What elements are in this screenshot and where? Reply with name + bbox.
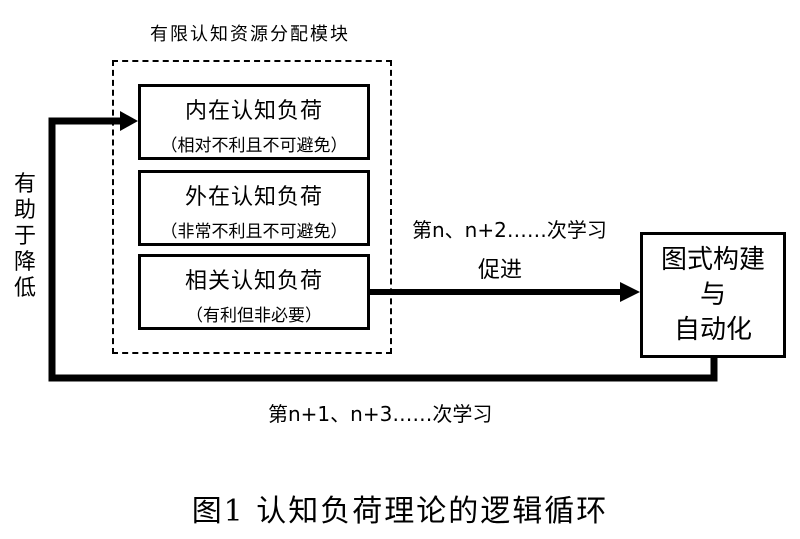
module-title: 有限认知资源分配模块 [150,24,350,45]
resource-allocation-module-box [112,60,392,354]
intrinsic-load-box: 内在认知负荷 （相对不利且不可避免） [138,84,370,160]
germane-load-note: （有利但非必要） [186,306,322,326]
odd-cycles-label: 第n+1、n+3……次学习 [268,402,493,426]
target-line-3: 自动化 [673,315,752,345]
figure-caption: 图1 认知负荷理论的逻辑循环 [191,494,609,529]
intrinsic-load-name: 内在认知负荷 [184,99,323,124]
reduce-label-char: 助 [13,198,36,223]
loop-arrowhead [120,111,138,131]
return-loop-line [48,117,718,382]
reduce-label-char: 于 [13,224,36,249]
schema-automation-box: 图式构建 与 自动化 [640,232,786,358]
germane-load-box: 相关认知负荷 （有利但非必要） [138,254,370,330]
even-cycles-label: 第n、n+2……次学习 [412,218,607,242]
target-line-1: 图式构建 [660,245,765,275]
promote-label: 促进 [478,258,523,283]
promote-arrowhead [620,282,640,302]
reduce-label: 有 助 于 降 低 [10,172,40,302]
extraneous-load-name: 外在认知负荷 [184,185,323,210]
germane-load-name: 相关认知负荷 [184,269,323,294]
reduce-label-char: 低 [13,276,36,301]
intrinsic-load-note: （相对不利且不可避免） [160,136,348,156]
reduce-label-char: 有 [13,172,36,197]
target-line-2: 与 [699,280,726,310]
extraneous-load-note: （非常不利且不可避免） [160,222,348,242]
extraneous-load-box: 外在认知负荷 （非常不利且不可避免） [138,170,370,246]
reduce-label-char: 降 [13,250,36,275]
